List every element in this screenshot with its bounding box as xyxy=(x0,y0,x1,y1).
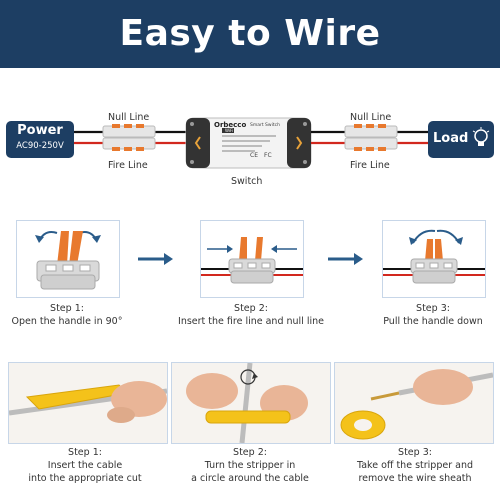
connector-close-illustration xyxy=(383,229,485,284)
device-ce: CE xyxy=(250,152,258,159)
power-voltage: AC90-250V xyxy=(16,141,64,151)
device-badge: WiFi xyxy=(225,128,234,133)
stripper-step-1-caption: Step 1: Insert the cable into the approp… xyxy=(0,446,170,485)
stripper-step-3-line1: Take off the stripper and xyxy=(357,460,473,471)
stripper-step-1-line2: into the appropriate cut xyxy=(28,473,142,484)
connector-step-3-title: Step 3: xyxy=(416,303,450,314)
load-label: Load xyxy=(433,131,469,146)
switch-device xyxy=(185,117,312,169)
stripper-step-2-line2: a circle around the cable xyxy=(191,473,309,484)
connector-step-1-title: Step 1: xyxy=(50,303,84,314)
connector-step-2-caption: Step 2: Insert the fire line and null li… xyxy=(166,302,336,328)
stripper-remove-illustration xyxy=(340,369,493,440)
connector-step-3-caption: Step 3: Pull the handle down xyxy=(366,302,500,328)
stripper-step-2-photo xyxy=(171,362,331,444)
connector-open-illustration xyxy=(35,231,101,290)
right-fire-line-label: Fire Line xyxy=(350,160,390,171)
stripper-step-3-title: Step 3: xyxy=(398,447,432,458)
load-badge: Load xyxy=(428,121,494,158)
wiring-svg xyxy=(72,117,428,169)
stripper-turn-illustration xyxy=(186,363,308,443)
stripper-step-1-photo xyxy=(8,362,168,444)
power-badge: Power AC90-250V xyxy=(6,121,74,158)
device-title: Smart Switch xyxy=(250,123,280,128)
connector-step-1-text: Open the handle in 90° xyxy=(11,316,123,327)
right-connector xyxy=(344,124,398,151)
right-wires xyxy=(311,130,428,145)
connector-step-3-text: Pull the handle down xyxy=(383,316,483,327)
connector-step-1-caption: Step 1: Open the handle in 90° xyxy=(0,302,134,328)
stripper-insert-illustration xyxy=(9,381,167,423)
connector-step-2-title: Step 2: xyxy=(234,303,268,314)
lightbulb-icon xyxy=(472,127,490,146)
connector-step-3-panel xyxy=(382,220,486,298)
stripper-step-2-title: Step 2: xyxy=(233,447,267,458)
page-title: Easy to Wire xyxy=(119,13,381,54)
connector-step-1-panel xyxy=(16,220,120,298)
power-label: Power xyxy=(17,123,63,138)
left-fire-line-label: Fire Line xyxy=(108,160,148,171)
connector-step-2-text: Insert the fire line and null line xyxy=(178,316,324,327)
stripper-step-3-line2: remove the wire sheath xyxy=(358,473,472,484)
arrow-right-icon xyxy=(138,253,173,265)
title-banner xyxy=(0,0,500,68)
stripper-step-2-line1: Turn the stripper in xyxy=(204,460,296,471)
left-null-line-label: Null Line xyxy=(108,112,150,123)
connector-insert-illustration xyxy=(201,237,303,284)
right-null-line-label: Null Line xyxy=(350,112,392,123)
stripper-step-1-line1: Insert the cable xyxy=(47,460,123,471)
stripper-step-3-photo xyxy=(334,362,494,444)
left-connector xyxy=(102,124,156,151)
stripper-step-1-title: Step 1: xyxy=(68,447,102,458)
device-brand: Orbecco xyxy=(214,121,247,129)
switch-label: Switch xyxy=(231,176,263,187)
device-fcc: FC xyxy=(264,152,272,159)
stripper-step-2-caption: Step 2: Turn the stripper in a circle ar… xyxy=(166,446,334,485)
stripper-step-3-caption: Step 3: Take off the stripper and remove… xyxy=(330,446,500,485)
connector-step-2-panel xyxy=(200,220,304,298)
arrow-right-icon xyxy=(328,253,363,265)
